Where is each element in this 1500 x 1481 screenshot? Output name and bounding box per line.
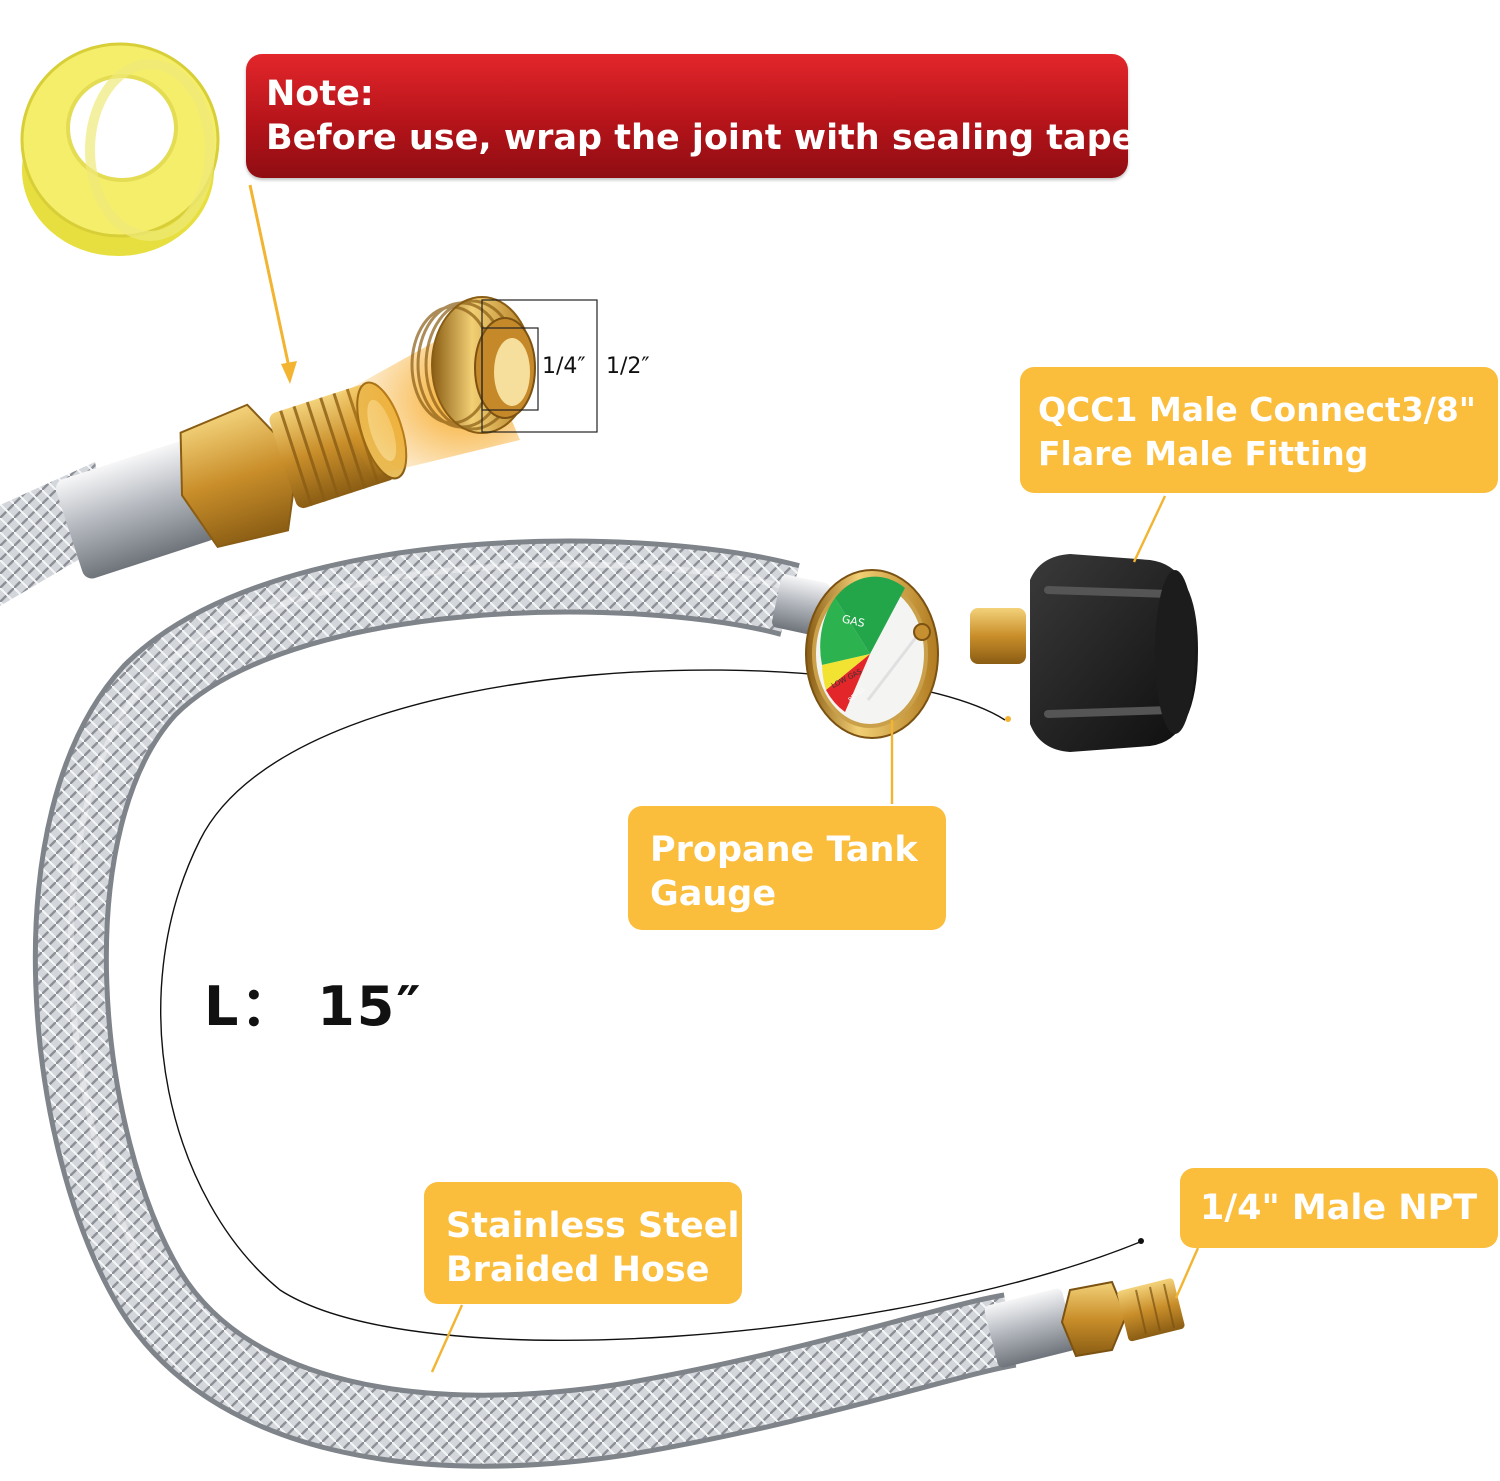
thread-size-inner: 1/4″ bbox=[542, 354, 586, 379]
callout-qcc1-line1: QCC1 Male Connect3/8" bbox=[1038, 390, 1476, 429]
sealing-tape-roll bbox=[20, 42, 220, 256]
note-heading: Note: bbox=[266, 74, 374, 114]
callout-gauge-line2: Gauge bbox=[650, 874, 777, 914]
callout-qcc1-line2: Flare Male Fitting bbox=[1038, 434, 1369, 473]
callout-propane-gauge: Propane Tank Gauge bbox=[628, 806, 946, 930]
callout-male-npt: 1/4" Male NPT bbox=[1180, 1168, 1498, 1248]
callout-leaders bbox=[430, 495, 1200, 1373]
callout-qcc1-connector: QCC1 Male Connect3/8" Flare Male Fitting bbox=[1020, 367, 1498, 493]
length-arc bbox=[160, 669, 1141, 1341]
callout-hose-line2: Braided Hose bbox=[446, 1250, 710, 1290]
callout-hose-line1: Stainless Steel bbox=[446, 1206, 740, 1246]
fitting-closeup bbox=[330, 296, 536, 476]
thread-size-outer: 1/2″ bbox=[606, 354, 650, 379]
note-text: Before use, wrap the joint with sealing … bbox=[266, 118, 1149, 158]
callout-npt-text: 1/4" Male NPT bbox=[1200, 1188, 1478, 1228]
length-arc-start-dot bbox=[1005, 716, 1011, 722]
sealing-tape-note: Note: Before use, wrap the joint with se… bbox=[246, 54, 1149, 178]
length-arc-end-dot bbox=[1138, 1238, 1144, 1244]
gauge-gas-label: GAS bbox=[841, 612, 866, 630]
npt-end-fitting bbox=[984, 1278, 1185, 1368]
hose-length-label: L： 15″ bbox=[204, 975, 423, 1038]
qcc1-coupling-nut bbox=[1030, 554, 1198, 752]
callout-braided-hose: Stainless Steel Braided Hose bbox=[424, 1182, 742, 1304]
thread-dimension-boxes bbox=[481, 299, 598, 433]
braided-hose bbox=[32, 538, 1017, 1469]
propane-gauge: GAS LOW GAS REFILL bbox=[805, 569, 939, 739]
arrow-tape-to-fitting bbox=[248, 184, 297, 384]
callout-gauge-line1: Propane Tank bbox=[650, 830, 918, 870]
